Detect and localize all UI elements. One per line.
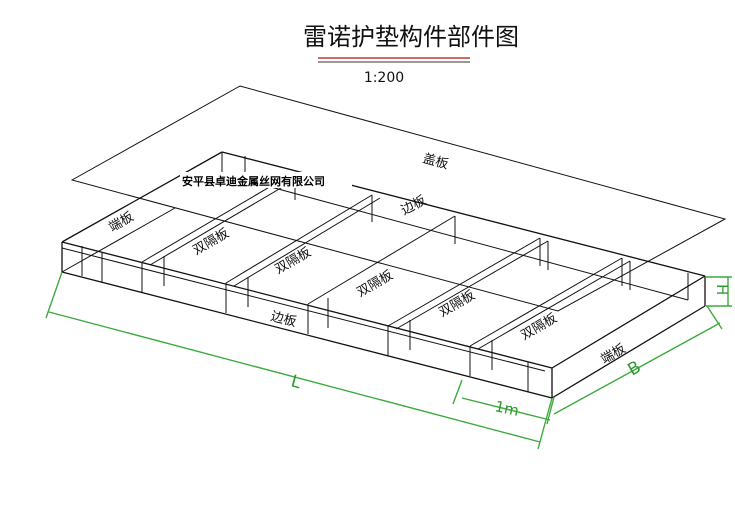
double-partition-label-1: 双隔板 bbox=[191, 226, 232, 258]
dimension-H-label: H bbox=[713, 284, 731, 295]
company-name: 安平县卓迪金属丝网有限公司 bbox=[182, 174, 325, 188]
box-bottom-edges bbox=[61, 207, 706, 399]
back-side-inner-edge bbox=[244, 179, 689, 301]
dimension-L-label: L bbox=[289, 372, 304, 394]
diagram-title: 雷诺护垫构件部件图 bbox=[303, 23, 519, 51]
left-end-frame bbox=[81, 246, 103, 282]
partition-verticals bbox=[141, 172, 689, 392]
dimension-B-label: B bbox=[625, 357, 645, 380]
double-partition-label-5: 双隔板 bbox=[519, 311, 560, 343]
cover-plate-label: 盖板 bbox=[421, 151, 450, 172]
side-plate-back-label: 边板 bbox=[399, 193, 429, 218]
cover-plate bbox=[70, 85, 727, 312]
end-plate-left-label: 端板 bbox=[107, 209, 137, 235]
box-top-edges bbox=[61, 151, 706, 372]
company-label-bg bbox=[180, 172, 352, 188]
dimension-height bbox=[706, 276, 732, 307]
side-plate-front-label: 边板 bbox=[269, 309, 298, 330]
dimension-1m-label: 1m bbox=[493, 397, 520, 420]
dimension-length bbox=[45, 271, 723, 450]
double-partition-label-4: 双隔板 bbox=[437, 288, 478, 320]
scale-label: 1:200 bbox=[364, 70, 404, 86]
